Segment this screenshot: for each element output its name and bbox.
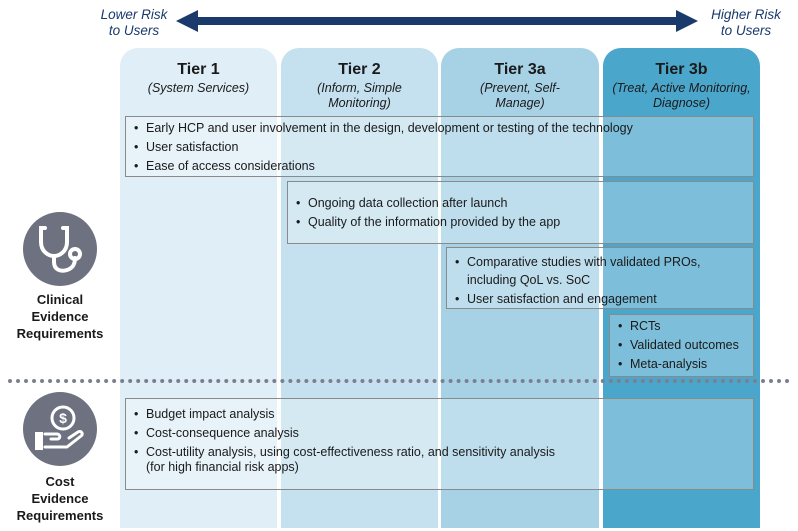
list-item: Meta-analysis bbox=[618, 355, 745, 374]
list-item: Cost-consequence analysis bbox=[134, 424, 745, 443]
list-item: Quality of the information provided by t… bbox=[296, 213, 745, 232]
list-item: Cost-utility analysis, using cost-effect… bbox=[134, 445, 745, 475]
section-divider bbox=[8, 379, 790, 383]
list-item: Budget impact analysis bbox=[134, 405, 745, 424]
risk-arrow bbox=[176, 10, 698, 32]
list-item: Ongoing data collection after launch bbox=[296, 194, 745, 213]
clinical-evidence-tier3a-box: Comparative studies with validated PROs,… bbox=[446, 247, 754, 309]
tier-3a-header: Tier 3a (Prevent, Self-Manage) bbox=[480, 61, 560, 110]
list-item: User satisfaction bbox=[134, 138, 745, 157]
cost-evidence-box: Budget impact analysis Cost-consequence … bbox=[125, 398, 754, 490]
list-item: Validated outcomes bbox=[618, 336, 745, 355]
svg-text:$: $ bbox=[59, 410, 67, 426]
list-item: RCTs bbox=[618, 317, 745, 336]
clinical-evidence-tier2-box: Ongoing data collection after launch Qua… bbox=[287, 181, 754, 244]
list-item: Ease of access considerations bbox=[134, 157, 745, 176]
tier-1-header: Tier 1 (System Services) bbox=[147, 61, 250, 95]
list-item: Comparative studies with validated PROs,… bbox=[455, 254, 745, 289]
dollar-hand-icon: $ bbox=[23, 392, 97, 466]
list-item: User satisfaction and engagement bbox=[455, 291, 745, 309]
stethoscope-icon bbox=[23, 212, 97, 286]
tier-3b-header: Tier 3b (Treat, Active Monitoring,Diagno… bbox=[612, 61, 751, 110]
clinical-evidence-tier3b-box: RCTs Validated outcomes Meta-analysis bbox=[609, 314, 754, 377]
clinical-evidence-tier1-box: Early HCP and user involvement in the de… bbox=[125, 116, 754, 177]
list-item: Early HCP and user involvement in the de… bbox=[134, 119, 745, 138]
